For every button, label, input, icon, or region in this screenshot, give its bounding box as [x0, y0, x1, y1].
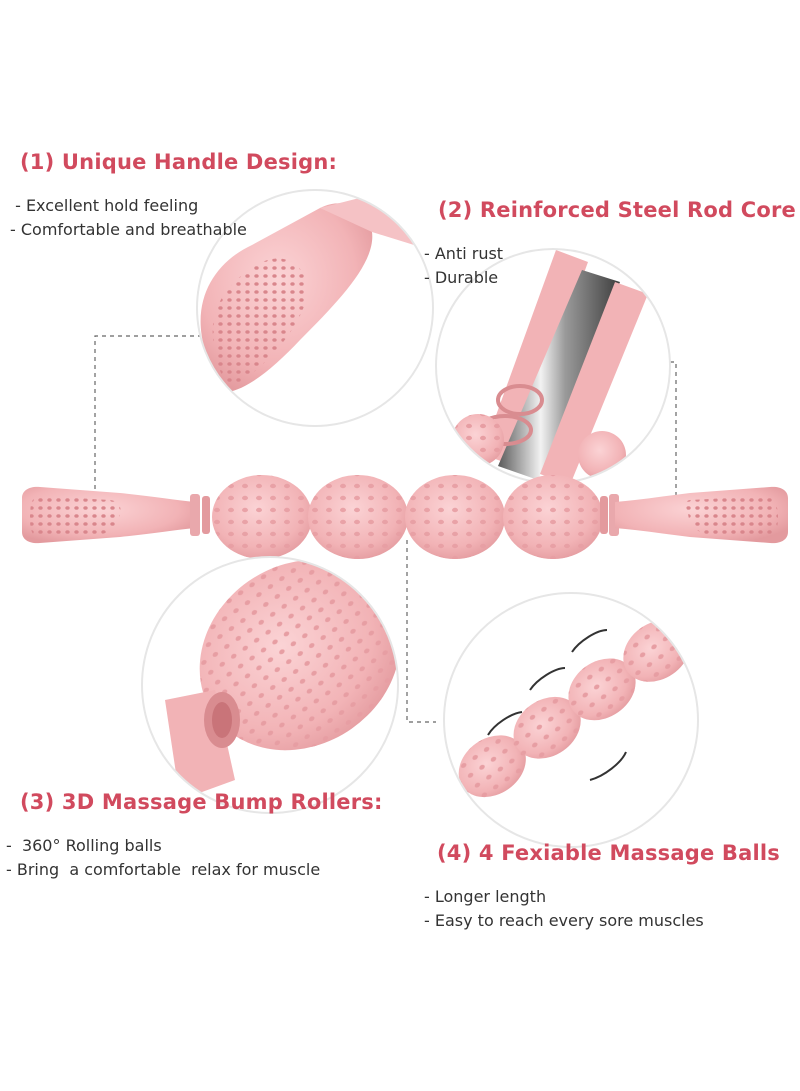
section-1-heading: (1) Unique Handle Design: — [20, 150, 338, 174]
section-3-heading: (3) 3D Massage Bump Rollers: — [20, 790, 383, 814]
section-4-heading: (4) 4 Fexiable Massage Balls — [437, 841, 780, 865]
steel-rod-detail-zoom — [436, 249, 670, 483]
bullet: - Comfortable and breathable — [10, 220, 247, 239]
section-3-bullets: - 360° Rolling balls - Bring a comfortab… — [6, 834, 320, 882]
handle-detail-zoom — [197, 190, 433, 426]
section-2-bullets: - Anti rust - Durable — [424, 242, 503, 290]
bullet: - Anti rust — [424, 244, 504, 263]
roller-stick — [22, 475, 788, 559]
bullet: - 360° Rolling balls — [6, 836, 162, 855]
section-1-bullets: - Excellent hold feeling - Comfortable a… — [10, 194, 247, 242]
section-4-bullets: - Longer length - Easy to reach every so… — [424, 885, 704, 933]
bullet: - Easy to reach every sore muscles — [424, 911, 704, 930]
bullet: - Longer length — [424, 887, 547, 906]
bump-roller-detail-zoom — [142, 557, 398, 813]
bullet: - Durable — [424, 268, 499, 287]
section-2-heading: (2) Reinforced Steel Rod Core — [438, 198, 796, 222]
bullet: - Excellent hold feeling — [10, 196, 199, 215]
four-balls-detail-zoom — [444, 593, 698, 847]
bullet: - Bring a comfortable relax for muscle — [6, 860, 321, 879]
